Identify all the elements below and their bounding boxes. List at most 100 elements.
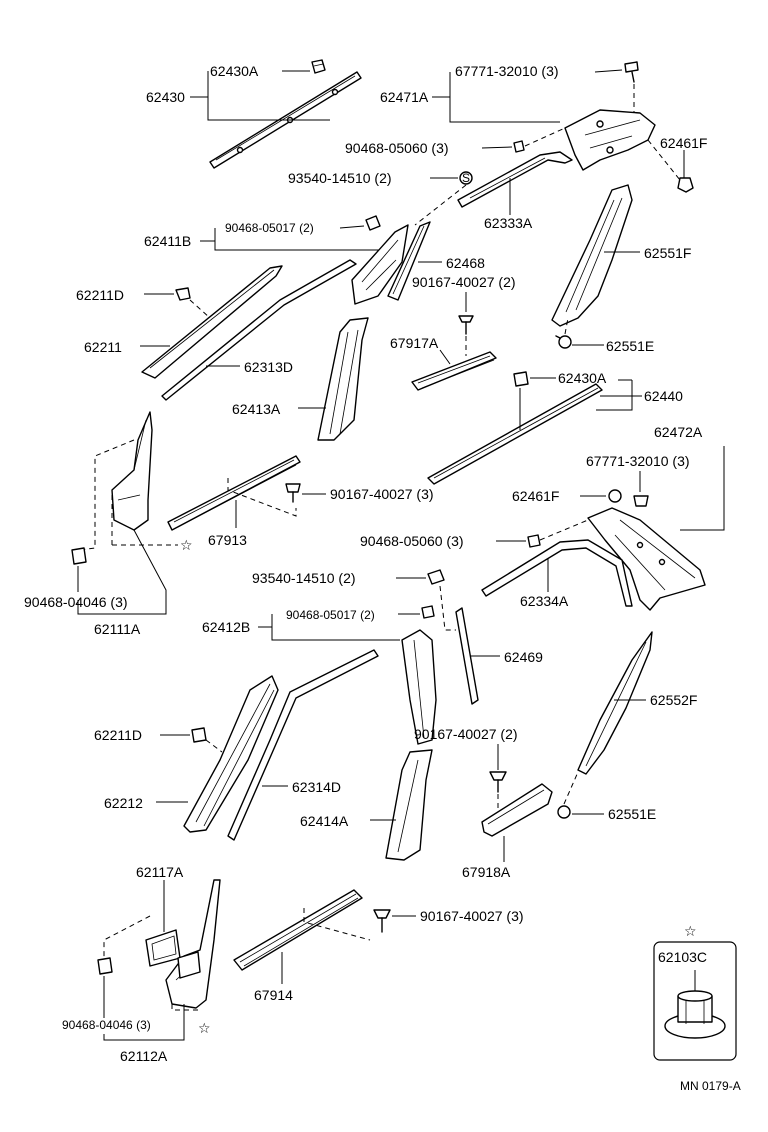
label-90468-04046-bot: 90468-04046 (3) bbox=[62, 1018, 151, 1032]
part-62314D-weatherstrip bbox=[227, 649, 379, 841]
label-62551F: 62551F bbox=[644, 245, 691, 261]
label-67771-32010-mid: 67771-32010 (3) bbox=[586, 453, 690, 469]
part-62413A-pillar bbox=[317, 317, 369, 441]
label-90468-05017-mid: 90468-05017 (2) bbox=[286, 608, 375, 622]
label-62334A: 62334A bbox=[520, 593, 569, 609]
label-67913: 67913 bbox=[208, 532, 247, 548]
screw-90167-40027-mid-icon bbox=[285, 483, 301, 503]
part-62552F-trim bbox=[577, 631, 653, 775]
screw-90167-40027-bot-icon bbox=[489, 771, 507, 793]
label-62430A-mid: 62430A bbox=[558, 370, 607, 386]
clip-62430A-top-icon bbox=[311, 59, 326, 74]
label-62411B: 62411B bbox=[144, 233, 191, 249]
clip-mark-top: S bbox=[462, 171, 470, 185]
label-62430: 62430 bbox=[146, 89, 185, 105]
part-62313D-weatherstrip bbox=[161, 259, 357, 401]
part-62411B-pillar bbox=[351, 224, 409, 305]
label-62440: 62440 bbox=[644, 388, 683, 404]
fastener-62461F-top-icon bbox=[677, 177, 694, 193]
part-62111A-panel bbox=[111, 411, 153, 531]
label-67917A: 67917A bbox=[390, 335, 439, 351]
label-62551E-bot: 62551E bbox=[608, 806, 656, 822]
label-90167-40027-3-mid: 90167-40027 (3) bbox=[330, 486, 434, 502]
fastener-62551E-bot-icon bbox=[557, 805, 571, 819]
label-62117A: 62117A bbox=[136, 864, 184, 880]
label-90468-05060-mid: 90468-05060 (3) bbox=[360, 533, 464, 549]
clip-90468-05017-top-icon bbox=[365, 215, 381, 231]
part-67913-scuff bbox=[167, 455, 301, 531]
clip-62430A-mid-icon bbox=[513, 371, 529, 387]
clip-93540-14510-top-icon: S bbox=[459, 171, 473, 185]
label-93540-14510-mid: 93540-14510 (2) bbox=[252, 570, 356, 586]
label-90468-05017-top: 90468-05017 (2) bbox=[225, 221, 314, 235]
part-62551F-trim bbox=[551, 184, 633, 327]
part-62412B-pillar bbox=[401, 629, 437, 745]
clip-90468-04046-top-icon bbox=[71, 547, 87, 565]
screw-90167-40027-top-icon bbox=[458, 315, 474, 335]
label-62313D: 62313D bbox=[244, 359, 293, 375]
part-62468-strip bbox=[387, 221, 431, 301]
clip-90468-05017-mid-icon bbox=[421, 605, 435, 619]
part-62334A-garnish bbox=[481, 539, 633, 607]
part-67918A-scuff bbox=[481, 783, 553, 837]
label-62413A: 62413A bbox=[232, 401, 281, 417]
part-62211-pillar bbox=[141, 265, 283, 379]
star-mark-bottom: ☆ bbox=[198, 1020, 211, 1036]
label-62111A: 62111A bbox=[94, 621, 141, 637]
part-67914-scuff bbox=[233, 889, 363, 971]
label-62333A: 62333A bbox=[484, 215, 533, 231]
label-90167-40027-3-bot: 90167-40027 (3) bbox=[420, 908, 524, 924]
clip-90468-05060-mid-icon bbox=[527, 534, 541, 548]
label-62472A: 62472A bbox=[654, 424, 703, 440]
part-62117A-pad bbox=[145, 929, 181, 967]
part-62212-pillar bbox=[183, 675, 279, 833]
label-62412B: 62412B bbox=[202, 619, 250, 635]
label-62314D: 62314D bbox=[292, 779, 341, 795]
part-62103C-box bbox=[653, 941, 737, 1061]
label-90167-40027-2-bot: 90167-40027 (2) bbox=[414, 726, 518, 742]
label-62430A-top: 62430A bbox=[210, 63, 259, 79]
part-62112A-panel bbox=[165, 879, 221, 1009]
label-90468-05060-top: 90468-05060 (3) bbox=[345, 140, 449, 156]
label-62212: 62212 bbox=[104, 795, 143, 811]
part-62471A-trim bbox=[564, 109, 656, 171]
label-62112A: 62112A bbox=[120, 1048, 168, 1064]
label-62103C: 62103C bbox=[658, 949, 707, 965]
label-62468: 62468 bbox=[446, 255, 485, 271]
label-62211D-bot: 62211D bbox=[94, 727, 142, 743]
label-67918A: 67918A bbox=[462, 864, 511, 880]
fastener-62211D-bot-icon bbox=[191, 727, 207, 743]
label-90167-40027-2-top: 90167-40027 (2) bbox=[412, 274, 516, 290]
clip-90468-05060-top-icon bbox=[513, 140, 525, 153]
label-67914: 67914 bbox=[254, 987, 293, 1003]
part-62440-rail bbox=[427, 383, 603, 485]
fastener-62551E-top-icon bbox=[555, 335, 572, 349]
label-62414A: 62414A bbox=[300, 813, 349, 829]
clip-93540-14510-mid-icon bbox=[427, 569, 445, 585]
screw-67771-32010-mid-icon bbox=[633, 495, 649, 507]
label-62552F: 62552F bbox=[650, 692, 697, 708]
fastener-62461F-mid-icon bbox=[608, 489, 622, 503]
part-62469-strip bbox=[455, 607, 479, 705]
label-62551E-top: 62551E bbox=[606, 338, 654, 354]
star-mark-top: ☆ bbox=[180, 537, 193, 553]
clip-90468-04046-bot-icon bbox=[97, 957, 113, 975]
part-67917A-scuff bbox=[411, 351, 497, 391]
label-62211: 62211 bbox=[84, 339, 122, 355]
star-mark-box: ☆ bbox=[684, 923, 697, 939]
part-62414A-pillar bbox=[385, 749, 433, 861]
label-62211D-top: 62211D bbox=[76, 287, 124, 303]
label-62461F-mid: 62461F bbox=[512, 488, 559, 504]
diagram-code: MN 0179-A bbox=[680, 1079, 741, 1093]
label-62461F-top: 62461F bbox=[660, 135, 707, 151]
label-90468-04046-top: 90468-04046 (3) bbox=[24, 594, 128, 610]
screw-90167-40027-bot2-icon bbox=[373, 909, 391, 933]
label-62469: 62469 bbox=[504, 649, 543, 665]
part-62333A-garnish bbox=[457, 151, 573, 208]
label-62471A: 62471A bbox=[380, 89, 429, 105]
screw-67771-32010-top-icon bbox=[624, 61, 639, 83]
label-67771-32010-top: 67771-32010 (3) bbox=[455, 63, 559, 79]
fastener-62211D-top-icon bbox=[175, 287, 191, 301]
label-93540-14510-top: 93540-14510 (2) bbox=[288, 170, 392, 186]
